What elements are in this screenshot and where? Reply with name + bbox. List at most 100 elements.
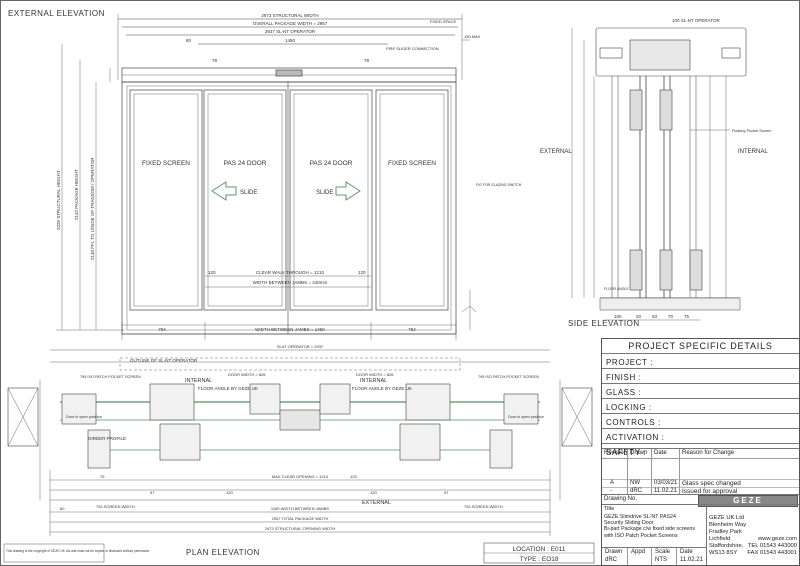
side-external-label: EXTERNAL	[540, 149, 572, 155]
floating-pocket-label: Floating Pocket Screen	[732, 129, 771, 133]
dim-1450-top: 1450	[285, 38, 296, 43]
plan-girder-profile: GIRDER PROFILE	[88, 436, 126, 441]
side-elevation-title: SIDE ELEVATION	[568, 319, 640, 328]
address-line: Lichfield	[709, 536, 731, 542]
glazing-switch-label: FIG FOR GLAZING SWITCH	[476, 183, 522, 187]
plan-floor-angle-right: FLOOR ANGLE BY GEZE UK	[352, 386, 412, 391]
revision-row: A NW 03/03/21 Glass spec changed	[602, 479, 799, 488]
disclaimer-box	[3, 543, 105, 563]
plan-dim-80: 80	[60, 506, 65, 511]
rev-cell-date: 03/03/21	[654, 480, 678, 486]
foot-value-drawn: dRC	[605, 557, 618, 563]
side-dim-2: 20	[636, 314, 642, 319]
address-line: WS13 8SY	[709, 550, 738, 556]
rev-cell-date: 11.02.21	[654, 488, 677, 494]
detail-label-glass: GLASS :	[606, 388, 642, 397]
plan-door-open-right: Door in open position	[508, 415, 544, 419]
fixed-screen-right-label: FIXED SCREEN	[388, 160, 436, 167]
company-tel: TEL 01543 443000	[747, 543, 797, 549]
plan-floor-angle-left: FLOOR ANGLE BY GEZE UK	[198, 386, 258, 391]
detail-row-activation: ACTIVATION :	[602, 428, 799, 447]
side-elevation	[571, 27, 747, 321]
plan-dim-120-left: 120	[226, 490, 233, 495]
door-right-label: PAS 24 DOOR	[310, 160, 353, 167]
drawing-footer: Drawn Appd Scale Date dRC NTS 11.02.21	[602, 547, 707, 565]
company-fax: FAX 01543 443001	[747, 550, 797, 556]
plan-internal-left: INTERNAL	[185, 378, 212, 384]
plan-between-jambs: 1160 WIDTH BETWEEN JAMBS	[271, 506, 329, 511]
external-elevation-title: EXTERNAL ELEVATION	[8, 9, 105, 18]
title-block: PROJECT SPECIFIC DETAILS PROJECT : FINIS…	[601, 338, 800, 566]
foot-label-scale: Scale	[655, 549, 671, 555]
address-line: Fradley Park	[709, 529, 742, 535]
drawing-no-row: Drawing No. GEZE	[602, 494, 799, 507]
project-details-heading: PROJECT SPECIFIC DETAILS	[628, 341, 773, 351]
side-dim-4: 70	[668, 314, 674, 319]
fixed-screen-left-label: FIXED SCREEN	[142, 160, 190, 167]
foot-label-date: Date	[680, 549, 693, 555]
rev-cell-rev: A	[610, 480, 615, 486]
rev-header-drawn: Drawn	[630, 450, 648, 456]
plan-elevation	[7, 349, 593, 536]
plan-elevation-title: PLAN ELEVATION	[186, 548, 260, 557]
structural-height-dim: 2225 STRUCTURAL HEIGHT	[56, 170, 61, 230]
side-dim-1: 100	[614, 314, 622, 319]
drawing-title-cell: Title GEZE Slimdrive SL-NT PAS24 Securit…	[602, 504, 707, 549]
title-line: Bi-part Package c/w fixed side screens	[604, 526, 695, 533]
drawing-no-label: Drawing No.	[604, 496, 638, 502]
side-floor-angle-label: FLOOR ANGLE	[604, 287, 629, 291]
side-internal-label: INTERNAL	[738, 149, 768, 155]
title-lines: GEZE Slimdrive SL-NT PAS24 Security Slid…	[604, 514, 695, 539]
slide-left-label: SLIDE	[240, 190, 257, 196]
disclaimer-text: This drawing is the copyright of GEZE UK…	[6, 549, 150, 553]
revision-header: Revision Drawn Date Reason for Change	[602, 449, 799, 459]
fixed-space-label: FIXED SPACE	[430, 19, 456, 24]
title-label: Title	[604, 506, 615, 512]
title-line: GEZE Slimdrive SL-NT PAS24	[604, 514, 676, 520]
detail-label-controls: CONTROLS :	[606, 418, 661, 427]
plan-internal-right: INTERNAL	[360, 378, 387, 384]
external-elevation	[56, 14, 477, 340]
side-dim-3: 63	[652, 314, 658, 319]
title-line: Security Sliding Door	[604, 520, 654, 527]
plan-dim-97-left: 97	[150, 490, 155, 495]
location-label: LOCATION : E011	[513, 546, 566, 553]
plan-pocket-right: 795 ISO PATCH POCKET SCREEN	[478, 375, 539, 379]
detail-label-activation: ACTIVATION :	[606, 433, 665, 442]
slide-left-arrow-icon	[211, 181, 237, 201]
plan-door-open-left: Door in open position	[66, 415, 102, 419]
detail-label-locking: LOCKING :	[606, 403, 652, 412]
company-web: www.geze.com	[758, 536, 797, 542]
plan-outline-operator: OUTLINE OF SL-NT OPERATOR	[130, 358, 198, 363]
side-bottom-dims: 100 20 63 70 75	[614, 314, 690, 319]
detail-label-finish: FINISH :	[606, 373, 642, 382]
detail-row-controls: CONTROLS :	[602, 413, 799, 432]
clear-walk-through-dim: CLEAR WALK THROUGH = 1210	[256, 270, 324, 275]
rev-cell-reason: Glass spec changed	[682, 480, 741, 487]
foot-label-appd: Appd	[631, 549, 646, 555]
detail-row-finish: FINISH :	[602, 368, 799, 387]
dim-80-label: 80	[186, 38, 192, 43]
detail-row-safety: SAFETY :	[602, 443, 799, 462]
width-between-jambs-bottom-dim: WIDTH BETWEEN JAMBS = 1450	[255, 327, 325, 332]
rev-header-reason: Reason for Change	[682, 450, 735, 456]
plan-structural-opening: 2973 STRUCTURAL OPENING WIDTH	[265, 526, 336, 531]
detail-row-glass: GLASS :	[602, 383, 799, 402]
type-label: TYPE : EO18	[519, 556, 558, 563]
foot-value-scale: NTS	[655, 557, 667, 563]
detail-label-project: PROJECT :	[606, 358, 654, 367]
detail-row-project: PROJECT :	[602, 353, 799, 372]
plan-screen-width-right: 754 SCREEN WIDTH	[464, 504, 503, 509]
plan-max-clear-opening: MAX CLEAR OPENING = 1210	[272, 474, 329, 479]
dim-120-right: 120	[358, 270, 366, 275]
dim-754-left: 754	[158, 327, 166, 332]
rev-header-revision: Revision	[604, 450, 628, 456]
structural-width-dim: 2973 STRUCTURAL WIDTH	[261, 13, 318, 18]
plan-dim-97-right: 97	[444, 490, 449, 495]
slide-right-arrow-icon	[335, 181, 361, 201]
title-line: with ISO Patch Pocket Screens	[604, 532, 678, 539]
fire-slider-connection-label: FIRE SLIDER CONNECTION	[386, 46, 439, 51]
dim-150-max-label: 150 MAX	[464, 34, 481, 39]
slide-right-label: SLIDE	[316, 190, 333, 196]
